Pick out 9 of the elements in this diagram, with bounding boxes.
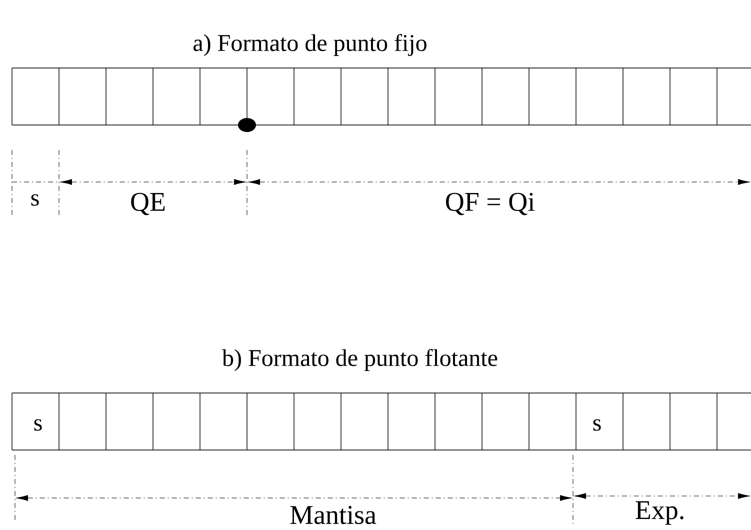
dimension-label: QF = Qi (446, 192, 535, 216)
cell-label: s (34, 419, 42, 431)
dimension-label: Exp. (636, 501, 684, 525)
dimension-label: Mantisa (290, 506, 376, 524)
cell-label: s (593, 419, 601, 431)
dimension-label: QE (131, 192, 165, 216)
dimension-label: s (31, 194, 39, 206)
heading: b) Formato de punto flotante (222, 349, 498, 371)
heading: a) Formato de punto fijo (194, 34, 426, 56)
